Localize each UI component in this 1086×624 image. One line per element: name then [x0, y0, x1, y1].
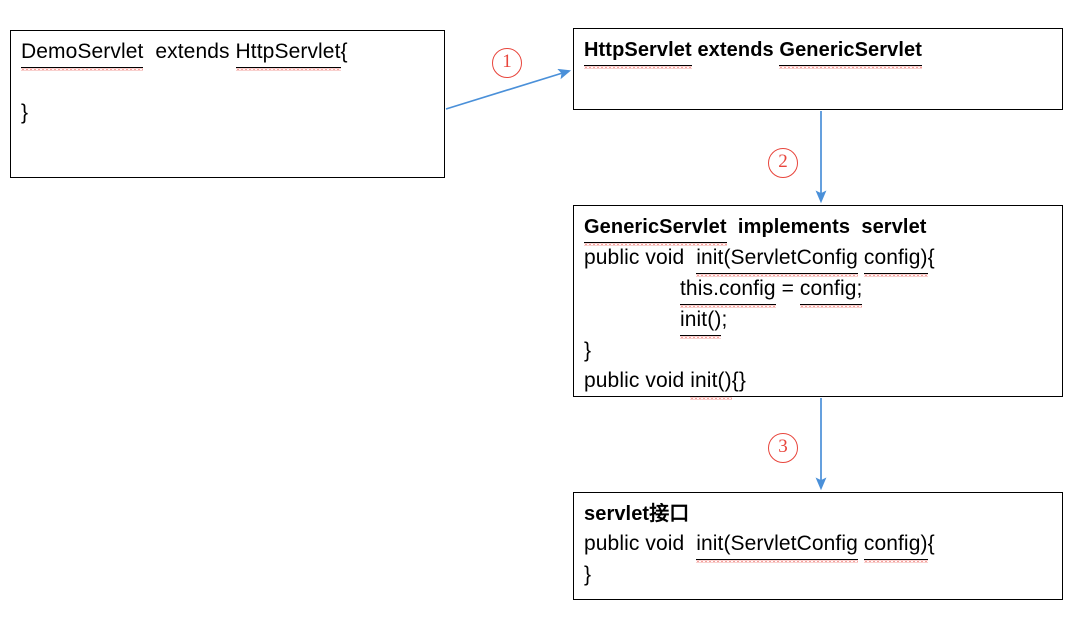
- spellcheck-demoservlet: DemoServlet: [21, 37, 144, 71]
- spellcheck-httpservlet-2: HttpServlet: [584, 35, 692, 69]
- generic-line4-end: ;: [721, 308, 728, 331]
- generic-servlet-line-1: GenericServlet implements servlet: [584, 212, 1053, 246]
- step-marker-1: 1: [492, 48, 522, 78]
- spellcheck-genericservlet: GenericServlet: [779, 35, 922, 69]
- step-marker-2: 2: [768, 148, 798, 178]
- demo-servlet-line-2: [21, 68, 435, 98]
- generic-servlet-line-1-end: implements servlet: [726, 216, 927, 238]
- generic-servlet-line-4: init();: [584, 305, 1053, 339]
- generic-line6-end: {}: [731, 369, 746, 392]
- spellcheck-httpservlet: HttpServlet: [235, 37, 341, 71]
- spellcheck-config-3: config): [863, 529, 928, 563]
- servlet-interface-line-3: }: [584, 563, 592, 586]
- generic-servlet-line-2: public void init(ServletConfig config){: [584, 243, 1053, 277]
- servlet-line2-start: public void: [584, 532, 697, 555]
- generic-servlet-line-5: }: [584, 339, 592, 362]
- http-servlet-line-1: HttpServlet extends GenericServlet: [584, 35, 1053, 69]
- generic-servlet-line-6: public void init(){}: [584, 366, 1053, 400]
- servlet-line2-end: {: [927, 532, 935, 555]
- http-servlet-mid: extends: [691, 39, 780, 61]
- http-servlet-box[interactable]: HttpServlet extends GenericServlet: [573, 28, 1063, 110]
- generic-line2-end: {: [927, 246, 935, 269]
- demo-servlet-line-1-end: {: [340, 40, 348, 63]
- servlet-interface-line-1: servlet接口: [584, 503, 690, 525]
- servlet-interface-line-2: public void init(ServletConfig config){: [584, 529, 1053, 563]
- spellcheck-init-servletconfig: init(ServletConfig: [696, 243, 858, 277]
- generic-line2-start: public void: [584, 246, 697, 269]
- demo-servlet-line-3: }: [21, 101, 29, 124]
- demo-servlet-line-1: DemoServlet extends HttpServlet{: [21, 37, 435, 71]
- step-marker-3: 3: [768, 433, 798, 463]
- spellcheck-config-2: config;: [799, 274, 863, 308]
- generic-line6-start: public void: [584, 369, 691, 392]
- generic-servlet-line-3: this.config = config;: [584, 274, 1053, 308]
- servlet-interface-box[interactable]: servlet接口 public void init(ServletConfig…: [573, 492, 1063, 600]
- generic-servlet-box[interactable]: GenericServlet implements servlet public…: [573, 205, 1063, 400]
- spellcheck-thisconfig: this.config: [680, 274, 776, 308]
- spellcheck-init-servletconfig-2: init(ServletConfig: [696, 529, 858, 563]
- generic-line3-mid: =: [775, 277, 800, 300]
- demo-servlet-box[interactable]: DemoServlet extends HttpServlet{ }: [10, 30, 445, 178]
- spellcheck-init: init(): [680, 305, 722, 339]
- spellcheck-genericservlet-2: GenericServlet: [584, 212, 727, 246]
- spellcheck-init-2: init(): [690, 366, 733, 400]
- spellcheck-config: config): [863, 243, 928, 277]
- demo-servlet-line-1-mid: extends: [143, 40, 236, 63]
